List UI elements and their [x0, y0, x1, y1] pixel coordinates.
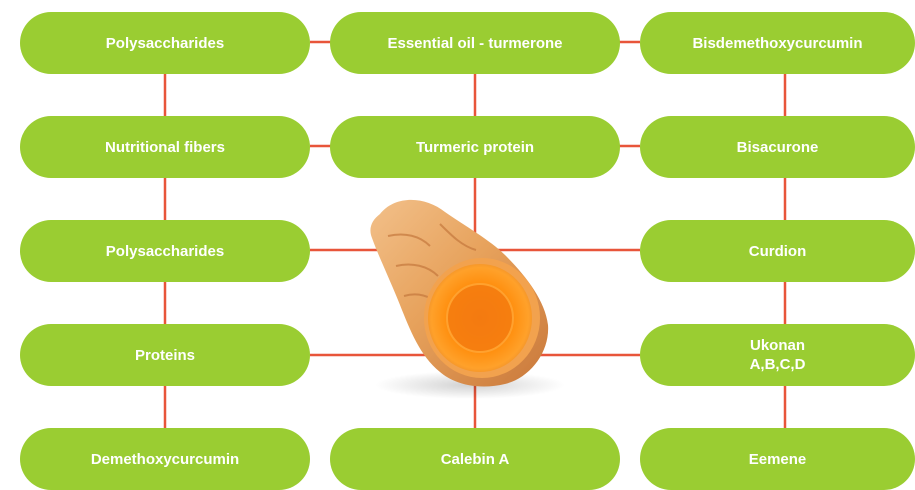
node-ukonan: Ukonan A,B,C,D: [640, 324, 915, 386]
node-curdion: Curdion: [640, 220, 915, 282]
node-essential-oil-turmerone: Essential oil - turmerone: [330, 12, 620, 74]
node-nutritional-fibers: Nutritional fibers: [20, 116, 310, 178]
node-eemene: Eemene: [640, 428, 915, 490]
node-calebin-a: Calebin A: [330, 428, 620, 490]
node-turmeric-protein: Turmeric protein: [330, 116, 620, 178]
node-bisacurone: Bisacurone: [640, 116, 915, 178]
node-bisdemethoxycurcumin: Bisdemethoxycurcumin: [640, 12, 915, 74]
node-polysaccharides-2: Polysaccharides: [20, 220, 310, 282]
node-demethoxycurcumin: Demethoxycurcumin: [20, 428, 310, 490]
node-proteins: Proteins: [20, 324, 310, 386]
node-polysaccharides: Polysaccharides: [20, 12, 310, 74]
